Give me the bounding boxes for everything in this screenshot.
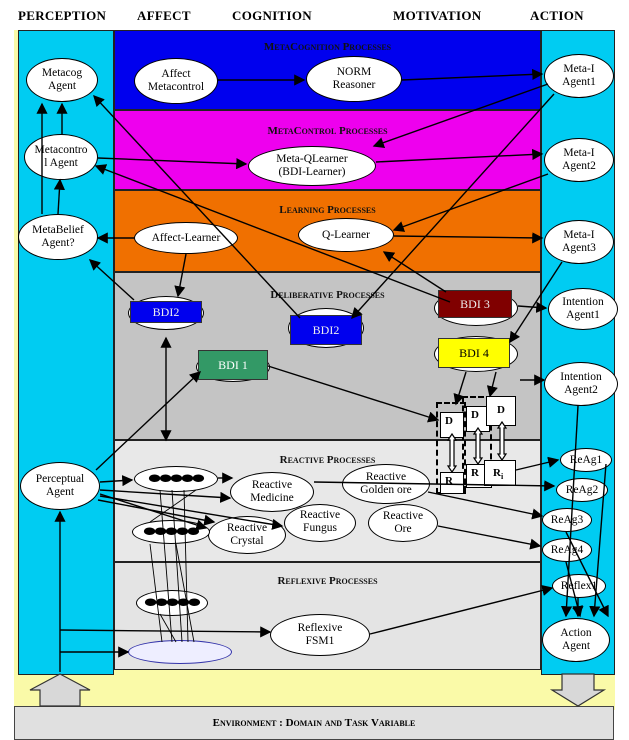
meta-qlearner-node: Meta-QLearner (BDI-Learner): [248, 146, 376, 186]
reactive-golden-ore-node: Reactive Golden ore: [342, 464, 430, 504]
sensor-platform: [128, 640, 232, 664]
column-header-motivation: MOTIVATION: [393, 8, 482, 23]
perceptor-ellipse-1: ⬬⬬⬬⬬⬬: [134, 466, 218, 492]
reflexive-title: Reflexive Processes: [277, 575, 378, 587]
reactive-ore-node: Reactive Ore: [368, 504, 438, 542]
meta-i-agent2-node: Meta-I Agent2: [544, 138, 614, 182]
reflexive-fsm1-node: Reflexive FSM1: [270, 614, 370, 656]
bdi4-box: BDI 4: [438, 338, 510, 368]
bdi3-box: BDI 3: [438, 290, 512, 318]
reactive-crystal-node: Reactive Crystal: [208, 516, 286, 554]
norm-reasoner-node: NORM Reasoner: [306, 56, 402, 102]
reag3-node: ReAg3: [542, 508, 592, 532]
r-box-1: R: [440, 472, 464, 494]
column-header-cognition: COGNITION: [232, 8, 312, 23]
perceptor-ellipse-3: ⬬⬬⬬⬬⬬: [136, 590, 208, 616]
bdi2-left-box: BDI2: [130, 301, 202, 323]
environment-bar: Environment : Domain and Task Variable: [14, 706, 614, 740]
bdi2-right-box: BDI2: [290, 315, 362, 345]
metacontrol-agent-node: Metacontro l Agent: [24, 134, 98, 180]
metacontrol-title: MetaControl Processes: [267, 125, 388, 137]
reflex1-node: Reflex1: [552, 574, 606, 598]
metabelief-agent-node: MetaBelief Agent?: [18, 214, 98, 260]
ri-box: Ri: [484, 460, 516, 486]
meta-i-agent3-node: Meta-I Agent3: [544, 220, 614, 264]
reag2-node: ReAg2: [556, 478, 608, 502]
d-box-3: D: [486, 396, 516, 426]
ri-label: R: [493, 467, 501, 479]
reactive-title: Reactive Processes: [279, 454, 376, 466]
learning-title: Learning Processes: [279, 204, 376, 216]
reag1-node: ReAg1: [560, 448, 612, 472]
reactive-fungus-node: Reactive Fungus: [284, 504, 356, 542]
action-agent-node: Action Agent: [542, 618, 610, 662]
intention-agent2-node: Intention Agent2: [544, 362, 618, 406]
reag4-node: ReAg4: [542, 538, 592, 562]
column-header-affect: AFFECT: [137, 8, 191, 23]
affect-learner-node: Affect-Learner: [134, 222, 238, 254]
q-learner-node: Q-Learner: [298, 218, 394, 252]
bdi1-box: BDI 1: [198, 350, 268, 380]
column-header-action: ACTION: [530, 8, 584, 23]
perceptor-ellipse-2: ⬬⬬⬬⬬⬬: [132, 520, 210, 544]
metacognition-title: MetaCognition Processes: [263, 41, 392, 53]
column-header-perception: PERCEPTION: [18, 8, 107, 23]
perception-column: [18, 30, 114, 675]
perceptual-agent-node: Perceptual Agent: [20, 462, 100, 510]
d-box-1: D: [440, 412, 464, 438]
affect-metacontrol-node: Affect Metacontrol: [134, 58, 218, 104]
meta-i-agent1-node: Meta-I Agent1: [544, 54, 614, 98]
intention-agent1-node: Intention Agent1: [548, 288, 618, 330]
metacog-agent-node: Metacog Agent: [26, 58, 98, 102]
